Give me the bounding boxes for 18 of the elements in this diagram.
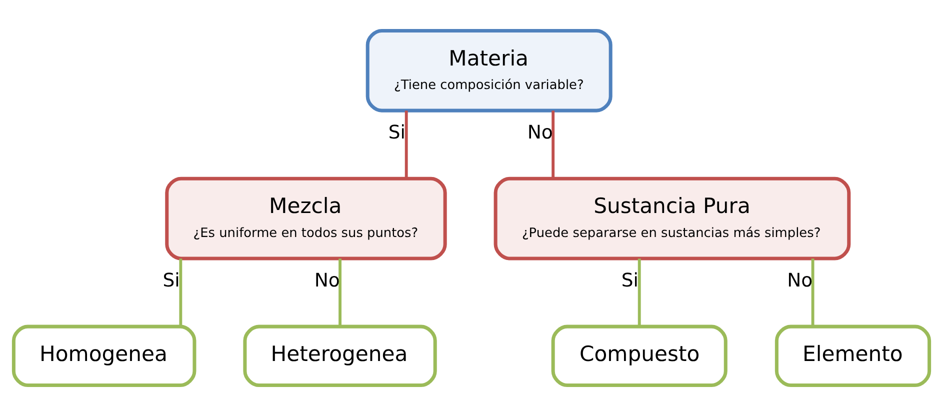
edge-label: Si (388, 122, 406, 144)
node-box: Homogenea (11, 324, 196, 388)
node-box: Sustancia Pura ¿Puede separarse en sustancias más simples? (493, 176, 850, 260)
edge-label: Si (620, 270, 638, 292)
node-box: Heterogenea (242, 324, 436, 388)
node-box: Materia ¿Tiene composición variable? (365, 28, 612, 112)
node-box: Elemento (774, 324, 931, 388)
connector (637, 258, 640, 326)
connector (551, 110, 554, 179)
connector (178, 258, 182, 326)
edge-label: No (786, 270, 812, 292)
edge-label: No (526, 122, 552, 144)
node-box: Mezcla ¿Es uniforme en todos sus puntos? (164, 176, 446, 260)
connector (810, 258, 814, 326)
connector (404, 110, 408, 179)
edge-label: Si (162, 270, 180, 292)
connector (338, 258, 341, 326)
node-box: Compuesto (550, 324, 727, 388)
